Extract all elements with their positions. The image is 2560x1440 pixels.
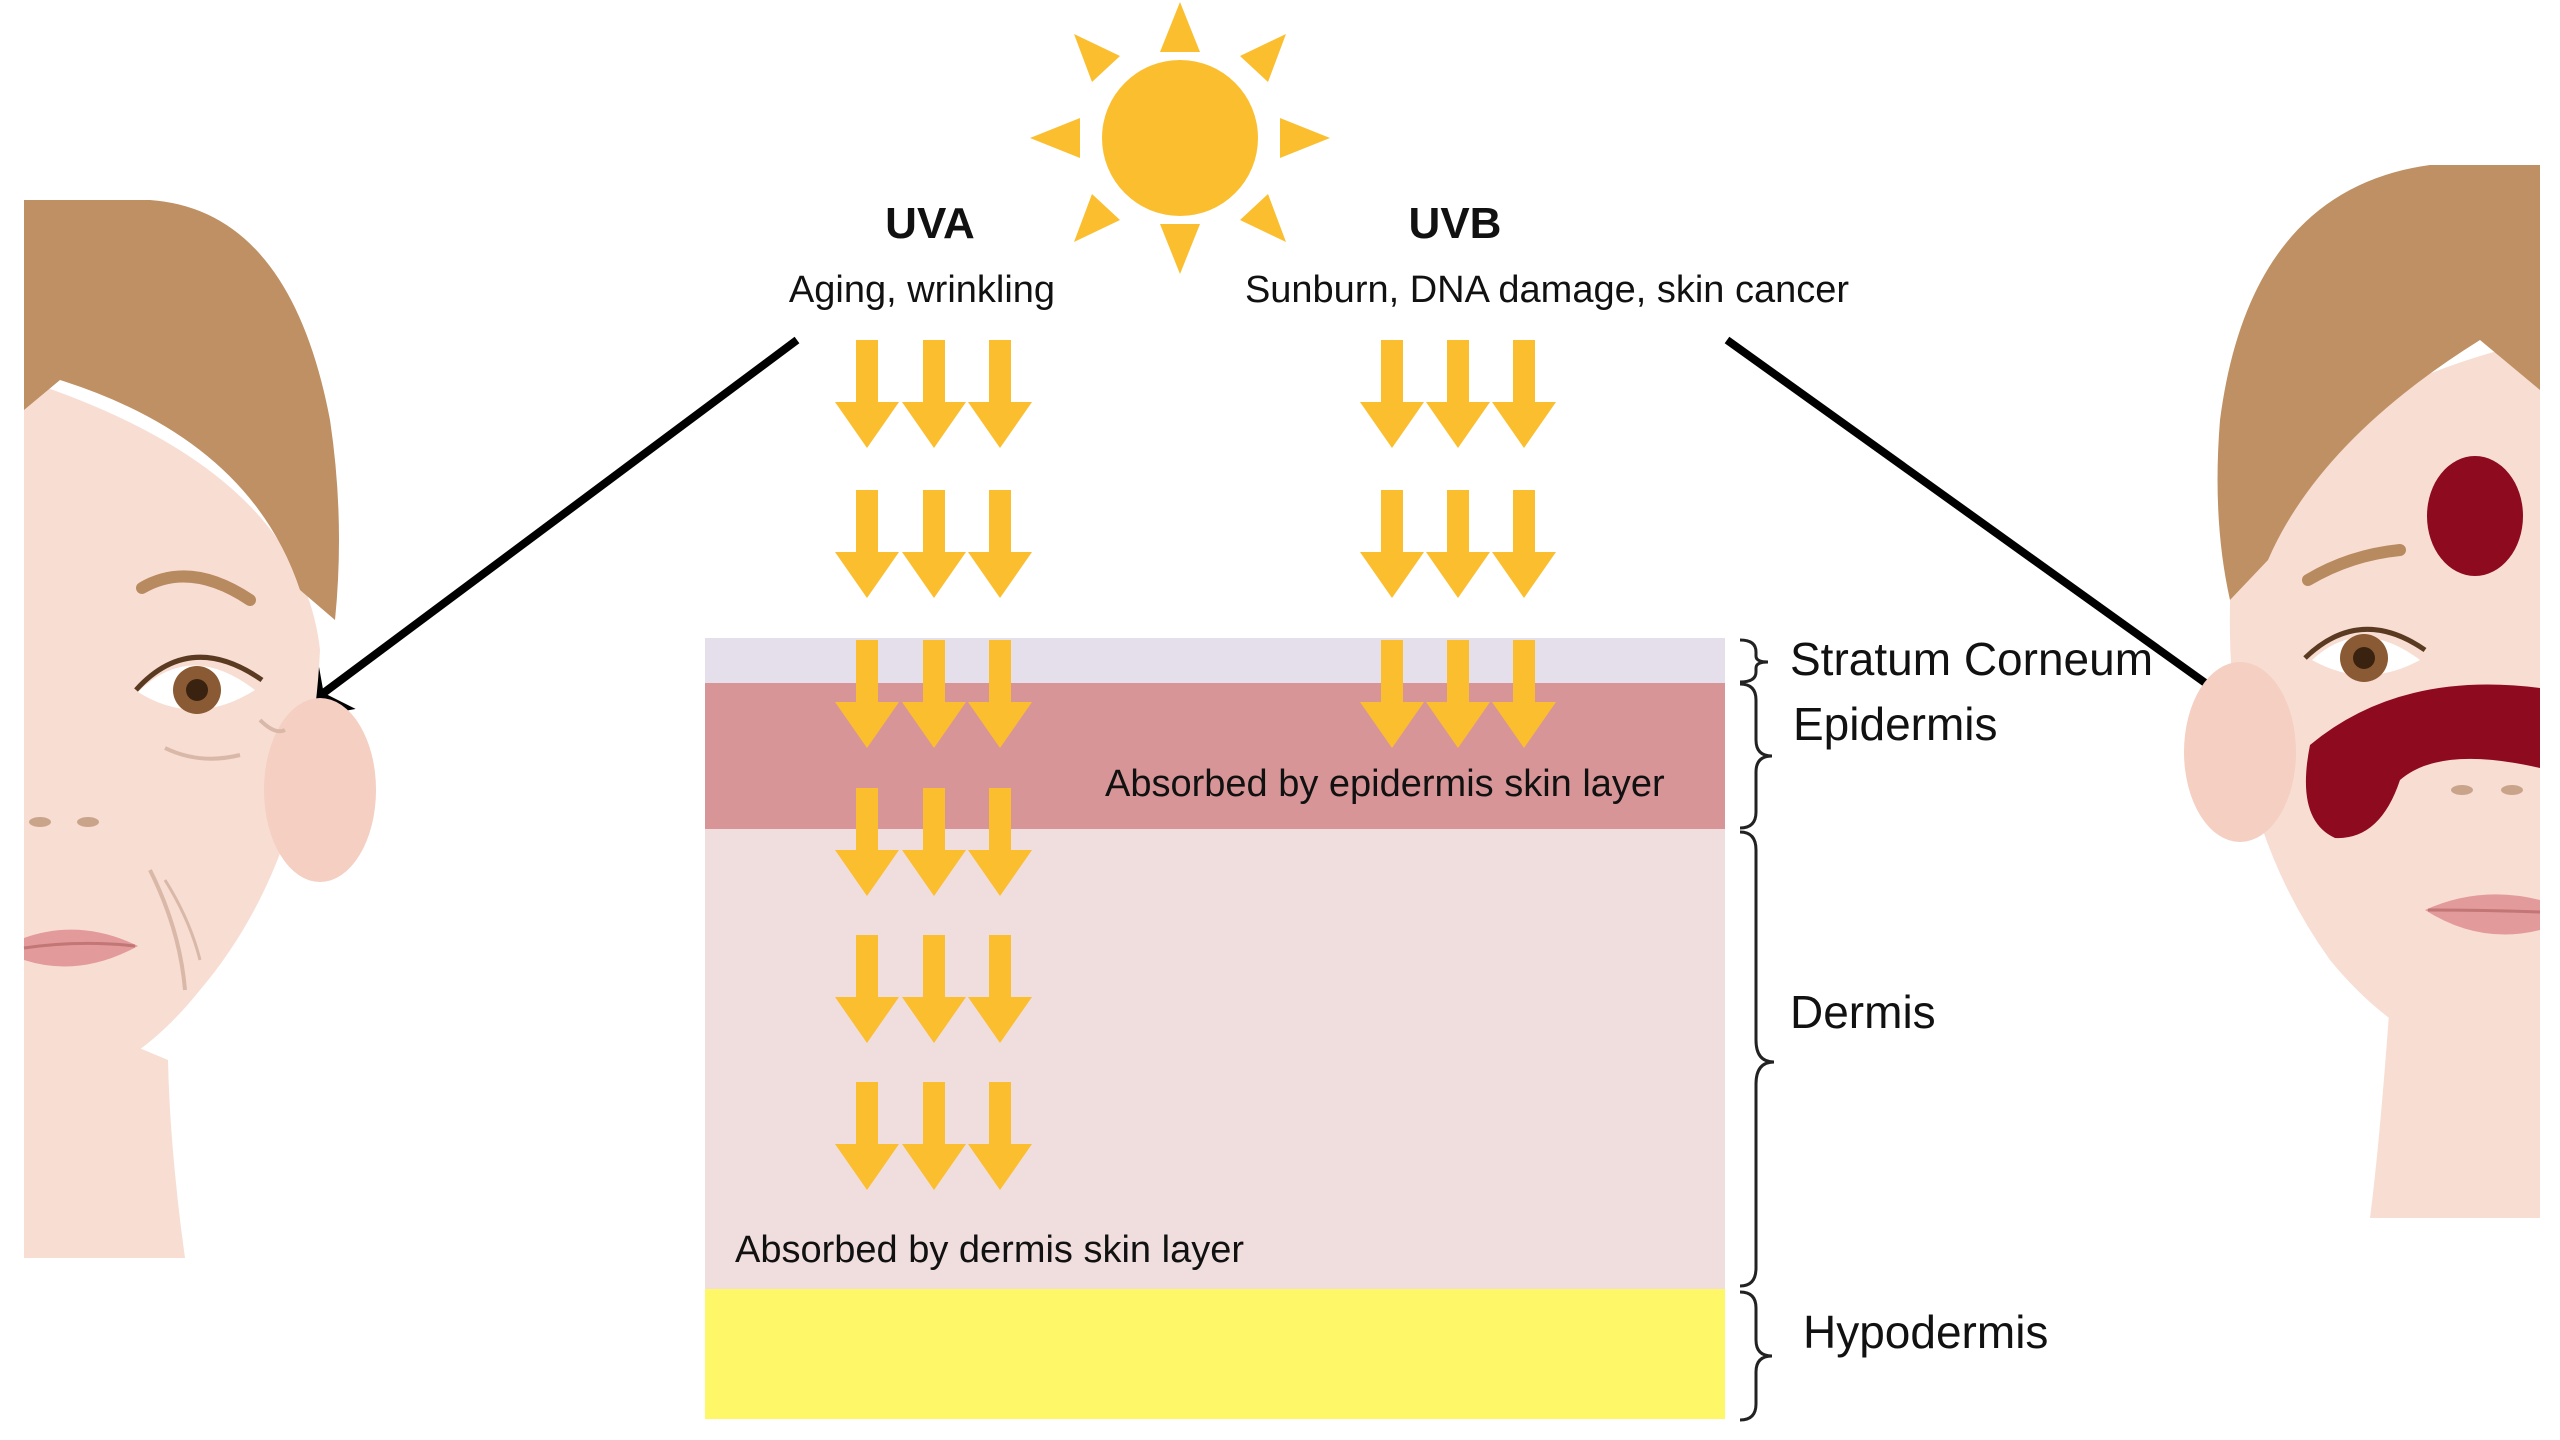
- uva-down-arrow: [968, 788, 1032, 896]
- uvb-absorbed-note: Absorbed by epidermis skin layer: [1105, 763, 1665, 805]
- dermis-layer: [705, 829, 1725, 1289]
- uvb-title: UVB: [1409, 199, 1502, 248]
- hypodermis-label: Hypodermis: [1803, 1306, 2048, 1358]
- sunburned-face-icon: [2184, 165, 2541, 1218]
- uva-down-arrow: [835, 490, 899, 598]
- uva-down-arrow: [968, 640, 1032, 748]
- uvb-down-arrow: [1360, 340, 1424, 448]
- forehead-lesion: [2427, 456, 2523, 576]
- uva-down-arrow: [902, 1082, 966, 1190]
- uvb-down-arrow: [1492, 340, 1556, 448]
- uva-down-arrow: [902, 935, 966, 1043]
- uvb-down-arrow: [1360, 490, 1424, 598]
- uva-down-arrow: [902, 340, 966, 448]
- uvb-down-arrow: [1492, 490, 1556, 598]
- uva-down-arrow: [902, 788, 966, 896]
- uva-down-arrow: [835, 1082, 899, 1190]
- uvb-down-arrow: [1360, 640, 1424, 748]
- uva-down-arrow: [835, 935, 899, 1043]
- stratum-corneum-label: Stratum Corneum: [1790, 633, 2153, 685]
- hypodermis-layer: [705, 1289, 1725, 1419]
- brace-epidermis: [1739, 682, 1773, 830]
- uva-down-arrow: [968, 490, 1032, 598]
- uva-down-arrow: [835, 788, 899, 896]
- aged-face-icon: [23, 200, 376, 1258]
- uva-title: UVA: [885, 199, 975, 248]
- brace-stratum-corneum: [1739, 638, 1769, 684]
- uvb-penetration-arrows: [1360, 340, 1556, 748]
- uva-penetration-arrows: [835, 340, 1032, 1190]
- epidermis-label: Epidermis: [1793, 698, 1998, 750]
- uva-down-arrow: [835, 340, 899, 448]
- uva-effect: Aging, wrinkling: [789, 269, 1055, 311]
- uva-down-arrow: [968, 935, 1032, 1043]
- uva-down-arrow: [968, 1082, 1032, 1190]
- uvb-down-arrow: [1426, 340, 1490, 448]
- uvb-down-arrow: [1426, 490, 1490, 598]
- uva-down-arrow: [968, 340, 1032, 448]
- uva-absorbed-note: Absorbed by dermis skin layer: [735, 1229, 1244, 1271]
- sun-icon: [1030, 2, 1330, 274]
- uva-down-arrow: [902, 490, 966, 598]
- layer-braces: [1739, 638, 1775, 1422]
- brace-dermis: [1739, 830, 1775, 1288]
- uvb-down-arrow: [1426, 640, 1490, 748]
- uvb-down-arrow: [1492, 640, 1556, 748]
- uvb-effect: Sunburn, DNA damage, skin cancer: [1245, 269, 1849, 311]
- uva-to-face-arrow: [285, 336, 800, 722]
- cheek-lesion: [2305, 684, 2540, 839]
- brace-hypodermis: [1739, 1290, 1773, 1422]
- uva-down-arrow: [902, 640, 966, 748]
- skin-cross-section: [705, 638, 1725, 1419]
- uva-down-arrow: [835, 640, 899, 748]
- dermis-label: Dermis: [1790, 986, 1936, 1038]
